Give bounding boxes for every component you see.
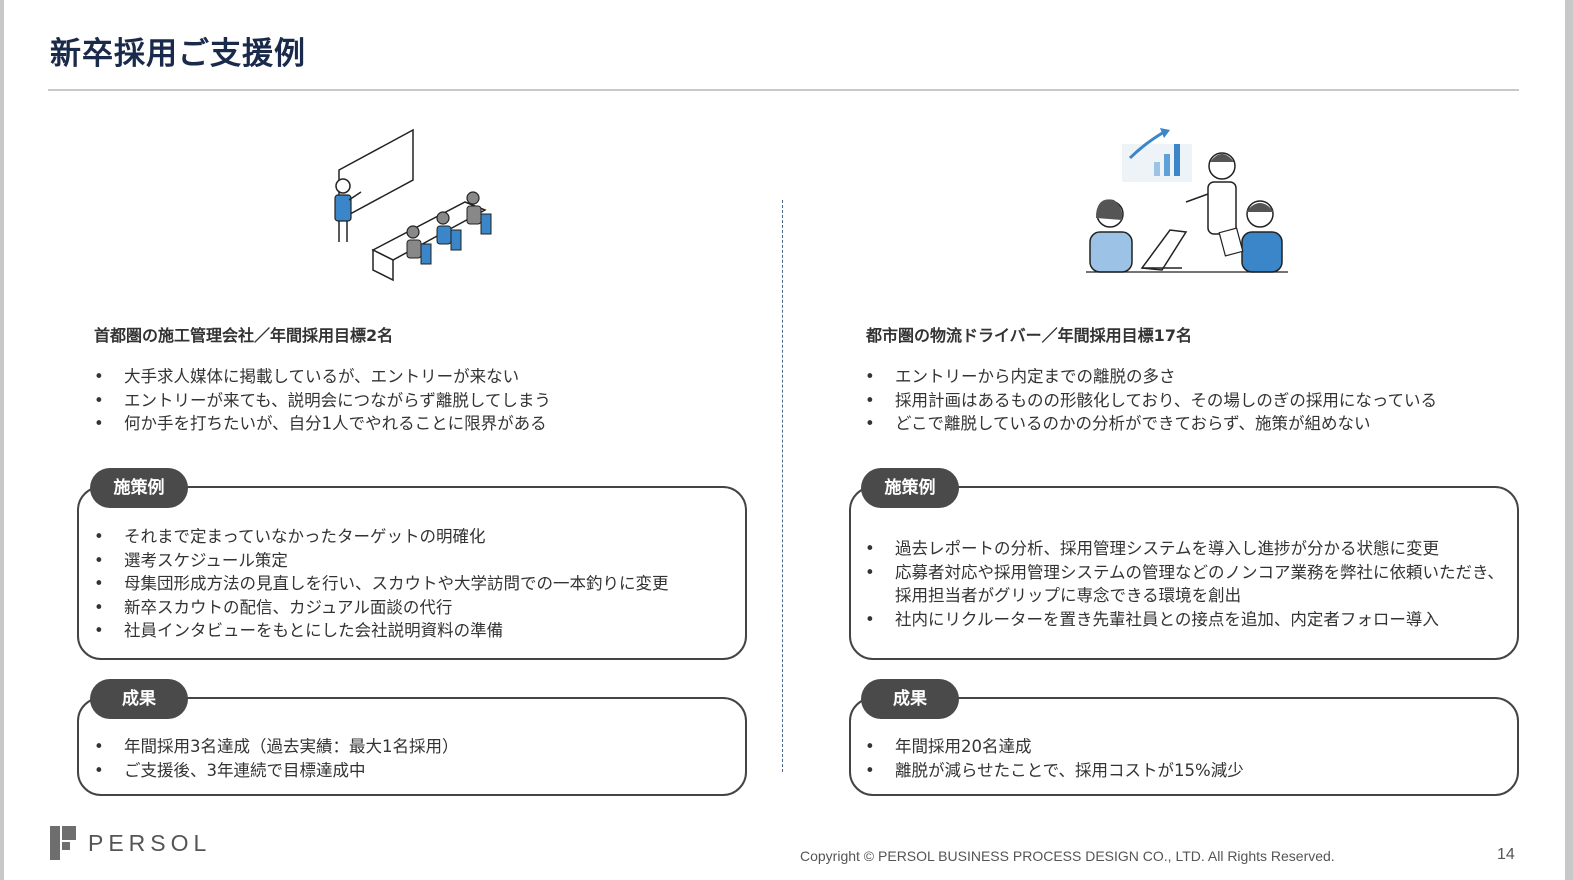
list-item: 過去レポートの分析、採用管理システムを導入し進捗が分かる状態に変更 [865, 537, 1505, 561]
right-edge-bar [1565, 0, 1573, 880]
list-item: 採用計画はあるものの形骸化しており、その場しのぎの採用になっている [865, 389, 1505, 413]
left-measures-label: 施策例 [90, 468, 188, 508]
column-divider [782, 200, 783, 772]
left-measures-list: それまで定まっていなかったターゲットの明確化 選考スケジュール策定 母集団形成方… [94, 525, 734, 643]
list-item: 離脱が減らせたことで、採用コストが15%減少 [865, 759, 1505, 783]
left-edge-bar [0, 0, 4, 880]
list-item: ご支援後、3年連続で目標達成中 [94, 759, 734, 783]
list-item: 選考スケジュール策定 [94, 549, 734, 573]
list-item: 社内にリクルーターを置き先輩社員との接点を追加、内定者フォロー導入 [865, 608, 1505, 632]
page-title: 新卒採用ご支援例 [50, 36, 306, 72]
list-item: どこで離脱しているのかの分析ができておらず、施策が組めない [865, 412, 1505, 436]
list-item: 年間採用3名達成（過去実績：最大1名採用） [94, 735, 734, 759]
left-results-label: 成果 [90, 679, 188, 719]
list-item: それまで定まっていなかったターゲットの明確化 [94, 525, 734, 549]
right-case-title: 都市圏の物流ドライバー／年間採用目標17名 [866, 326, 1192, 345]
list-item: 応募者対応や採用管理システムの管理などのノンコア業務を弊社に依頼いただき、採用担… [865, 561, 1505, 608]
title-rule [48, 89, 1519, 91]
left-case-title: 首都圏の施工管理会社／年間採用目標2名 [94, 326, 394, 345]
list-item: エントリーから内定までの離脱の多さ [865, 365, 1505, 389]
right-measures-label: 施策例 [861, 468, 959, 508]
persol-logo-icon [50, 826, 76, 860]
list-item: 母集団形成方法の見直しを行い、スカウトや大学訪問での一本釣りに変更 [94, 572, 734, 596]
copyright-text: Copyright © PERSOL BUSINESS PROCESS DESI… [800, 848, 1335, 864]
right-results-list: 年間採用20名達成 離脱が減らせたことで、採用コストが15%減少 [865, 735, 1505, 782]
right-problem-list: エントリーから内定までの離脱の多さ 採用計画はあるものの形骸化しており、その場し… [865, 365, 1505, 436]
left-problem-list: 大手求人媒体に掲載しているが、エントリーが来ない エントリーが来ても、説明会につ… [94, 365, 754, 436]
list-item: 社員インタビューをもとにした会社説明資料の準備 [94, 619, 734, 643]
seminar-illustration [334, 128, 492, 282]
list-item: エントリーが来ても、説明会につながらず離脱してしまう [94, 389, 754, 413]
list-item: 何か手を打ちたいが、自分1人でやれることに限界がある [94, 412, 754, 436]
page-number: 14 [1497, 846, 1515, 863]
logo-text: PERSOL [88, 829, 212, 856]
left-results-list: 年間採用3名達成（過去実績：最大1名採用） ご支援後、3年連続で目標達成中 [94, 735, 734, 782]
list-item: 年間採用20名達成 [865, 735, 1505, 759]
meeting-illustration [1086, 128, 1288, 273]
list-item: 新卒スカウトの配信、カジュアル面談の代行 [94, 596, 734, 620]
persol-logo: PERSOL [50, 826, 211, 860]
right-results-label: 成果 [861, 679, 959, 719]
right-measures-list: 過去レポートの分析、採用管理システムを導入し進捗が分かる状態に変更 応募者対応や… [865, 537, 1505, 631]
list-item: 大手求人媒体に掲載しているが、エントリーが来ない [94, 365, 754, 389]
